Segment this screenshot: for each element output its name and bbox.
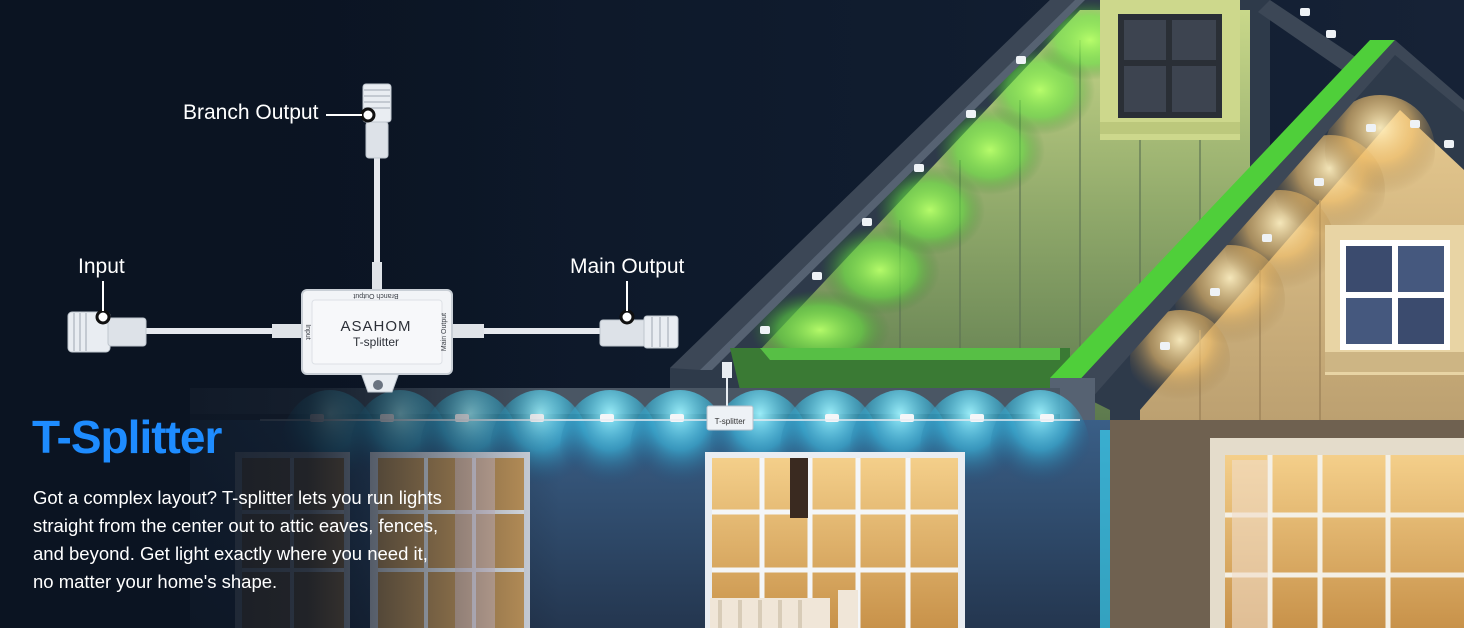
right-gable (1050, 40, 1464, 628)
device-brand: ASAHOM (340, 318, 411, 335)
main-output-connector-icon (599, 309, 679, 349)
device-main-output-text: Main Output (441, 313, 448, 351)
branch-output-label: Branch Output (183, 101, 319, 124)
description-line: straight from the center out to attic ea… (33, 515, 439, 536)
description-line: no matter your home's shape. (33, 571, 278, 592)
gable-window (1325, 225, 1464, 375)
front-window (705, 452, 965, 628)
description-line: Got a complex layout? T-splitter lets yo… (33, 487, 442, 508)
attic-window (1100, 0, 1240, 140)
device-model: T-splitter (353, 335, 399, 349)
main-output-label: Main Output (570, 255, 685, 278)
right-window (1210, 438, 1464, 628)
input-label: Input (78, 255, 125, 278)
installed-splitter-label: T-splitter (715, 417, 746, 426)
product-description: Got a complex layout? T-splitter lets yo… (33, 484, 493, 596)
product-title: T-Splitter (32, 411, 222, 463)
device-branch-output-text: Branch Output (353, 292, 398, 299)
splitter-diagram: ASAHOM T-splitter Branch Output Input Ma… (67, 83, 679, 393)
description-line: and beyond. Get light exactly where you … (33, 543, 428, 564)
device-input-text: Input (304, 324, 311, 340)
input-connector-icon (67, 309, 147, 353)
splitter-box-icon: ASAHOM T-splitter Branch Output Input Ma… (301, 289, 453, 393)
branch-output-connector-icon (360, 83, 392, 159)
installed-splitter: T-splitter (706, 362, 754, 431)
